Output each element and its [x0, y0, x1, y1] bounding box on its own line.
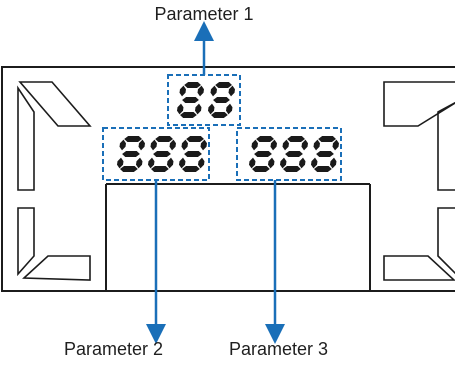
digit-8 [208, 82, 235, 118]
segment-b [332, 139, 339, 151]
parameter-1-readout [177, 82, 235, 118]
segment-f [282, 139, 289, 151]
segment-b [200, 139, 207, 151]
segment-g [182, 97, 199, 103]
digit-8 [280, 136, 308, 172]
segment-f [251, 139, 258, 151]
right-lower-bar [437, 207, 455, 275]
segment-g [213, 97, 230, 103]
seven-segment-digits [117, 82, 339, 172]
digit-8 [249, 136, 277, 172]
parameter-2-label: Parameter 2 [64, 339, 164, 359]
segment-e [117, 157, 124, 169]
segment-a [186, 136, 204, 142]
segment-e [280, 157, 287, 169]
right-bottom-wedge [383, 255, 455, 281]
segment-g [122, 151, 140, 157]
segment-c [226, 103, 233, 115]
segment-a [287, 136, 305, 142]
digit-8 [177, 82, 204, 118]
right-upper-bar [437, 101, 455, 191]
segment-d [252, 166, 270, 172]
segment-d [120, 166, 138, 172]
segment-c [195, 103, 202, 115]
segment-c [299, 157, 306, 169]
segment-g [184, 151, 202, 157]
segment-f [119, 139, 126, 151]
segment-e [179, 157, 186, 169]
segment-a [256, 136, 274, 142]
segment-c [167, 157, 174, 169]
segment-d [151, 166, 169, 172]
segment-e [148, 157, 155, 169]
segment-g [316, 151, 334, 157]
segment-e [177, 103, 184, 115]
panel-outline [1, 66, 455, 292]
segment-b [169, 139, 176, 151]
digit-8 [148, 136, 176, 172]
segment-b [301, 139, 308, 151]
left-top-wedge [18, 81, 92, 127]
segment-g [285, 151, 303, 157]
segment-f [210, 85, 217, 97]
segment-c [198, 157, 205, 169]
right-top-wedge [383, 81, 455, 127]
segment-c [136, 157, 143, 169]
parameter-1-label: Parameter 1 [154, 4, 254, 24]
segment-e [311, 157, 318, 169]
segment-e [208, 103, 215, 115]
segment-f [313, 139, 320, 151]
segment-b [197, 85, 204, 97]
segment-a [155, 136, 173, 142]
segment-f [150, 139, 157, 151]
segment-a [318, 136, 336, 142]
segment-e [249, 157, 256, 169]
left-lower-bar [17, 207, 35, 277]
digit-8 [311, 136, 339, 172]
left-upper-bar [17, 85, 35, 191]
segment-a [215, 82, 232, 88]
left-bracket-segments [17, 81, 92, 281]
segment-g [254, 151, 272, 157]
segment-b [138, 139, 145, 151]
segment-d [182, 166, 200, 172]
segment-f [181, 139, 188, 151]
segment-d [283, 166, 301, 172]
segment-a [184, 82, 201, 88]
parameter-3-label: Parameter 3 [229, 339, 329, 359]
parameter-2-readout [117, 136, 207, 172]
segment-b [270, 139, 277, 151]
segment-b [228, 85, 235, 97]
lcd-frame [1, 66, 455, 292]
right-bracket-segments [383, 81, 455, 281]
segment-d [211, 112, 228, 118]
digit-8 [179, 136, 207, 172]
segment-c [330, 157, 337, 169]
segment-a [124, 136, 142, 142]
parameter-3-readout [249, 136, 339, 172]
segment-d [314, 166, 332, 172]
segment-g [153, 151, 171, 157]
parameter-3-box [236, 127, 342, 181]
left-bottom-wedge [22, 255, 91, 281]
digit-8 [117, 136, 145, 172]
segment-f [179, 85, 186, 97]
callout-arrows [146, 21, 285, 344]
segment-c [268, 157, 275, 169]
segment-d [180, 112, 197, 118]
